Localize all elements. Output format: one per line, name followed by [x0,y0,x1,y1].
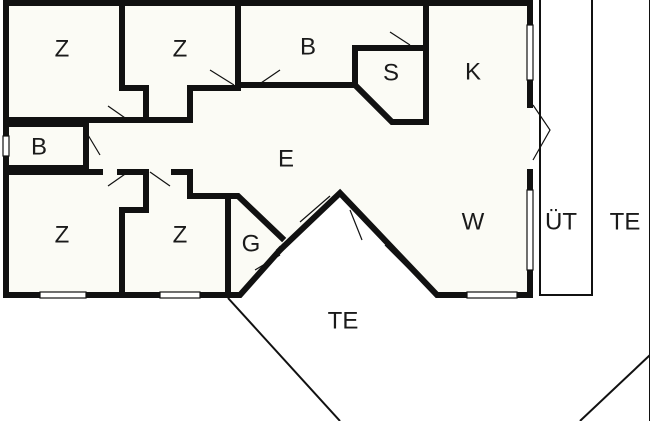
room-label-bedroom-1: Z [55,35,70,62]
room-label-utility: ÜT [545,208,577,235]
terrace-bottom-area [227,297,650,421]
room-label-living: W [462,208,485,235]
window-bottom-2 [159,291,201,299]
window-right-2 [526,189,534,271]
windows [2,24,534,299]
window-left [2,135,10,157]
room-label-kitchen: K [465,58,481,85]
room-labels: Z Z B S K B E Z Z G W ÜT TE TE [31,33,640,334]
door-utility [532,104,551,161]
door-bedroom-3 [107,171,129,187]
room-label-bedroom-3: Z [55,221,70,248]
room-label-entrance: E [278,145,294,172]
room-label-bedroom-2: Z [173,35,188,62]
room-label-sauna: S [383,59,399,86]
door-storage [254,254,281,271]
room-label-bedroom-4: Z [173,221,188,248]
door-bedroom-1 [107,105,129,121]
door-entrance [349,209,363,241]
window-diag-2 [384,244,421,281]
interior-walls [3,0,429,298]
doors [87,31,551,271]
room-label-bathroom-1: B [300,33,316,60]
window-diag-1 [299,195,331,223]
door-bedroom-4 [149,171,171,187]
room-label-terrace-bottom: TE [328,307,359,334]
interior-floor [6,3,530,295]
window-bottom-1 [39,291,87,299]
room-label-terrace-right: TE [610,208,641,235]
room-label-storage: G [242,230,261,257]
door-bathroom-2 [87,134,101,156]
room-label-bathroom-2: B [31,133,47,160]
door-bathroom [257,69,281,86]
door-sauna [389,31,411,46]
window-bottom-3 [466,291,518,299]
window-right-1 [526,24,534,81]
door-bedroom-2 [209,69,235,86]
